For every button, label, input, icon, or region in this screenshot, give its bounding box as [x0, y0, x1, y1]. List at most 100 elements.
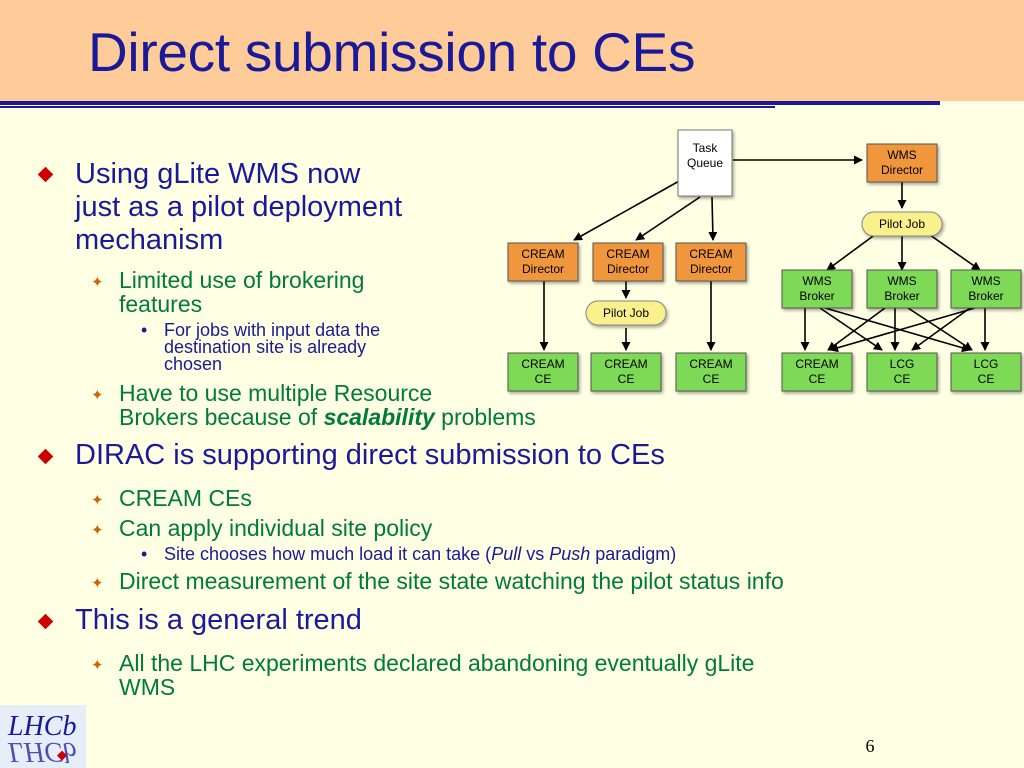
bullet-1-line-2: just as a pilot deployment — [75, 191, 403, 223]
page-number: 6 — [865, 736, 875, 756]
bullet-1-line-3: mechanism — [75, 224, 224, 256]
bullet-2-2-1-text: Site chooses how much load it can take ( — [164, 544, 492, 564]
star-bullet-icon: ✦ — [91, 274, 104, 291]
wms-director-label: Director — [881, 163, 923, 177]
wms-broker-label: WMS — [971, 274, 1000, 288]
bullet-3-1-line-2: WMS — [119, 674, 176, 700]
cream-director-label: CREAM — [521, 247, 564, 261]
cream-ce-label: CE — [535, 372, 552, 386]
lhcb-logo-mark-icon: ◆ — [57, 747, 67, 762]
task-queue-label: Queue — [687, 156, 723, 170]
wms-broker-label: Broker — [799, 289, 834, 303]
bullet-1-1-line-2: features — [119, 291, 203, 317]
bullet-1-1-line-1: Limited use of brokering — [119, 267, 365, 293]
bullet-2: DIRAC is supporting direct submission to… — [75, 439, 665, 471]
bullet-1: Using gLite WMS now just as a pilot depl… — [75, 158, 402, 257]
cream-director-label: CREAM — [606, 247, 649, 261]
title-rule-lower — [0, 106, 775, 108]
bullet-2-2-1-tail: paradigm) — [590, 544, 677, 564]
star-bullet-icon: ✦ — [91, 657, 104, 674]
bullet-2-3: Direct measurement of the site state wat… — [119, 568, 784, 594]
wms-broker-label: Broker — [884, 289, 919, 303]
bullet-1-1-1-line-1: For jobs with input data the — [164, 320, 381, 340]
cream-ce-label: CE — [703, 372, 720, 386]
diamond-bullet-icon — [37, 166, 54, 183]
cream-ce-label: CREAM — [521, 357, 564, 371]
lhcb-logo: LHCb LHCb ◆ — [0, 705, 86, 768]
bullet-1-2-tail: problems — [434, 404, 536, 430]
bullet-3-1: All the LHC experiments declared abandon… — [119, 651, 754, 699]
pull-emphasis: Pull — [491, 544, 522, 564]
bullet-1-2: Have to use multiple Resource Brokers be… — [119, 381, 536, 429]
pilot-job-pill: Pilot Job — [861, 211, 943, 237]
push-emphasis: Push — [549, 544, 591, 564]
wms-broker-label: WMS — [887, 274, 916, 288]
bullet-1-2-text: Brokers because of — [119, 404, 324, 430]
cream-ce-label: CE — [618, 372, 635, 386]
title-rule — [0, 101, 940, 105]
bullet-3: This is a general trend — [75, 604, 362, 636]
cream-director-label: Director — [607, 262, 649, 276]
scalability-emphasis: scalability — [323, 404, 435, 430]
task-queue-label: Task — [693, 141, 719, 155]
cream-director-label: Director — [522, 262, 564, 276]
title-banner — [0, 0, 1024, 101]
cream-ce-label: CREAM — [689, 357, 732, 371]
bullet-1-line-1: Using gLite WMS now — [75, 158, 361, 190]
lcg-ce-label: LCG — [890, 357, 915, 371]
bullet-1-1-1-line-2: destination site is already — [164, 337, 367, 357]
star-bullet-icon: ✦ — [91, 522, 104, 539]
pilot-job-label: Pilot Job — [879, 217, 925, 231]
bullet-3-1-line-1: All the LHC experiments declared abandon… — [119, 650, 755, 676]
diamond-bullet-icon — [37, 448, 54, 465]
wms-broker-label: WMS — [802, 274, 831, 288]
wms-broker-label: Broker — [968, 289, 1003, 303]
cream-ce-label: CREAM — [795, 357, 838, 371]
lcg-ce-label: LCG — [974, 357, 999, 371]
bullet-1-1-1: For jobs with input data the destination… — [164, 320, 381, 373]
dot-bullet-icon: • — [141, 320, 148, 340]
slide-title: Direct submission to CEs — [88, 21, 696, 83]
cream-director-label: Director — [690, 262, 732, 276]
star-bullet-icon: ✦ — [91, 492, 104, 509]
bullet-2-2-1-mid: vs — [521, 544, 550, 564]
cream-director-label: CREAM — [689, 247, 732, 261]
cream-ce-label: CE — [809, 372, 826, 386]
bullet-2-2: Can apply individual site policy — [119, 515, 433, 541]
star-bullet-icon: ✦ — [91, 575, 104, 592]
lhcb-logo-text: LHCb — [8, 711, 77, 742]
lcg-ce-label: CE — [894, 372, 911, 386]
lcg-ce-label: CE — [978, 372, 995, 386]
dot-bullet-icon: • — [141, 544, 148, 564]
bullet-1-1: Limited use of brokering features — [119, 268, 364, 316]
cream-ce-label: CREAM — [604, 357, 647, 371]
bullet-1-2-line-2: Brokers because of scalability problems — [119, 404, 536, 430]
wms-director-label: WMS — [887, 148, 916, 162]
bullet-1-2-line-1: Have to use multiple Resource — [119, 380, 433, 406]
